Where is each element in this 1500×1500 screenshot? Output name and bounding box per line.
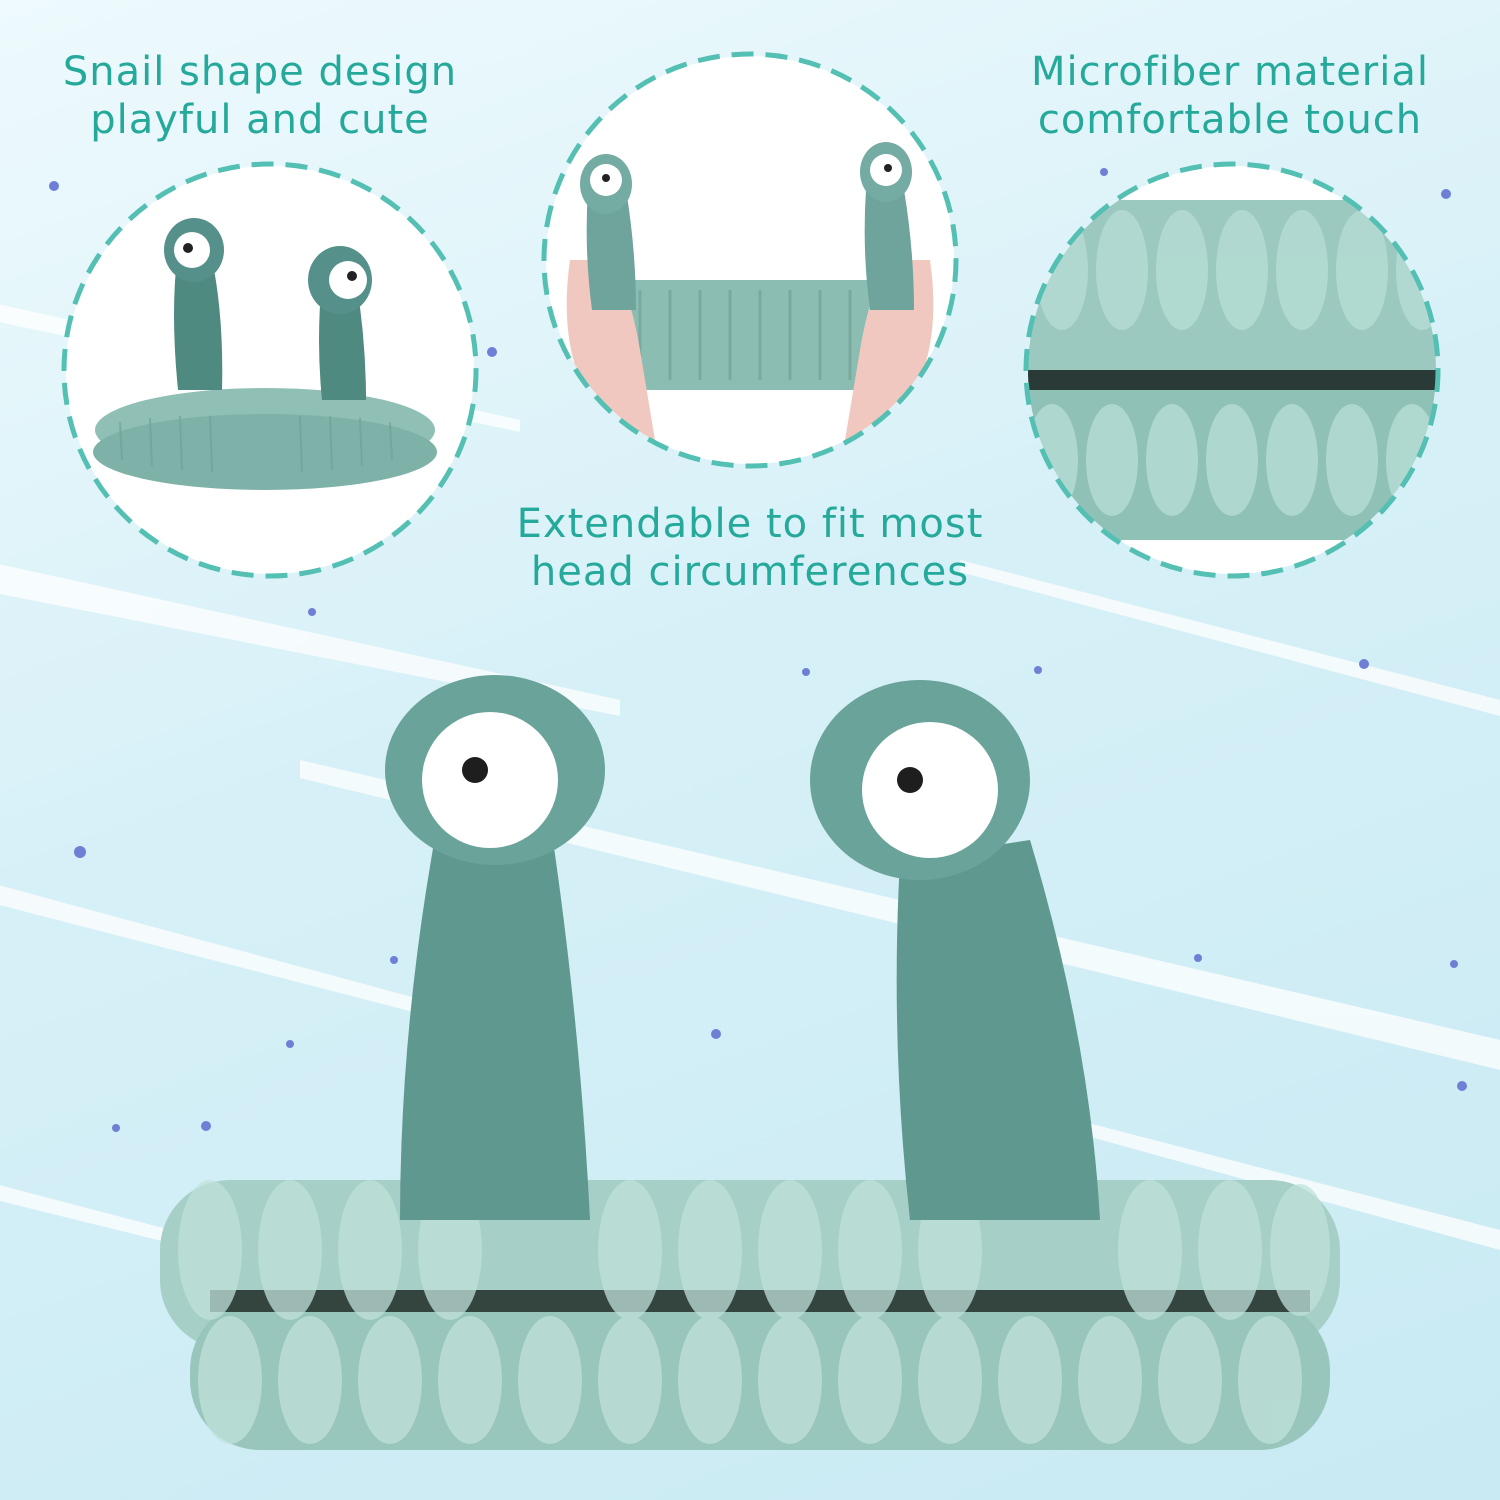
headband-stretched-by-hands-image	[566, 142, 934, 464]
microfiber-circle-photo	[1023, 161, 1441, 579]
caption-microfiber-line-2: comfortable touch	[1037, 97, 1423, 143]
snail-shape-circle-photo	[61, 161, 479, 579]
caption-snail-line-1: Snail shape design	[62, 49, 458, 95]
right-snail-eye-stalk	[810, 680, 1100, 1220]
caption-microfiber: Microfiber material comfortable touch	[1000, 48, 1460, 144]
caption-extendable-line-2: head circumferences	[530, 549, 970, 595]
left-snail-eye-stalk	[385, 675, 605, 1220]
headband-band	[160, 1180, 1340, 1450]
snail-headband-folded-image	[93, 218, 437, 490]
main-snail-headband-image	[160, 675, 1340, 1450]
microfiber-closeup-image	[1028, 200, 1436, 540]
caption-microfiber-line-1: Microfiber material	[1031, 49, 1429, 95]
caption-extendable-line-1: Extendable to fit most	[516, 501, 984, 547]
extendable-circle-photo	[541, 51, 959, 469]
caption-snail-shape: Snail shape design playful and cute	[40, 48, 480, 144]
caption-extendable: Extendable to fit most head circumferenc…	[480, 500, 1020, 596]
caption-snail-line-2: playful and cute	[90, 97, 430, 143]
